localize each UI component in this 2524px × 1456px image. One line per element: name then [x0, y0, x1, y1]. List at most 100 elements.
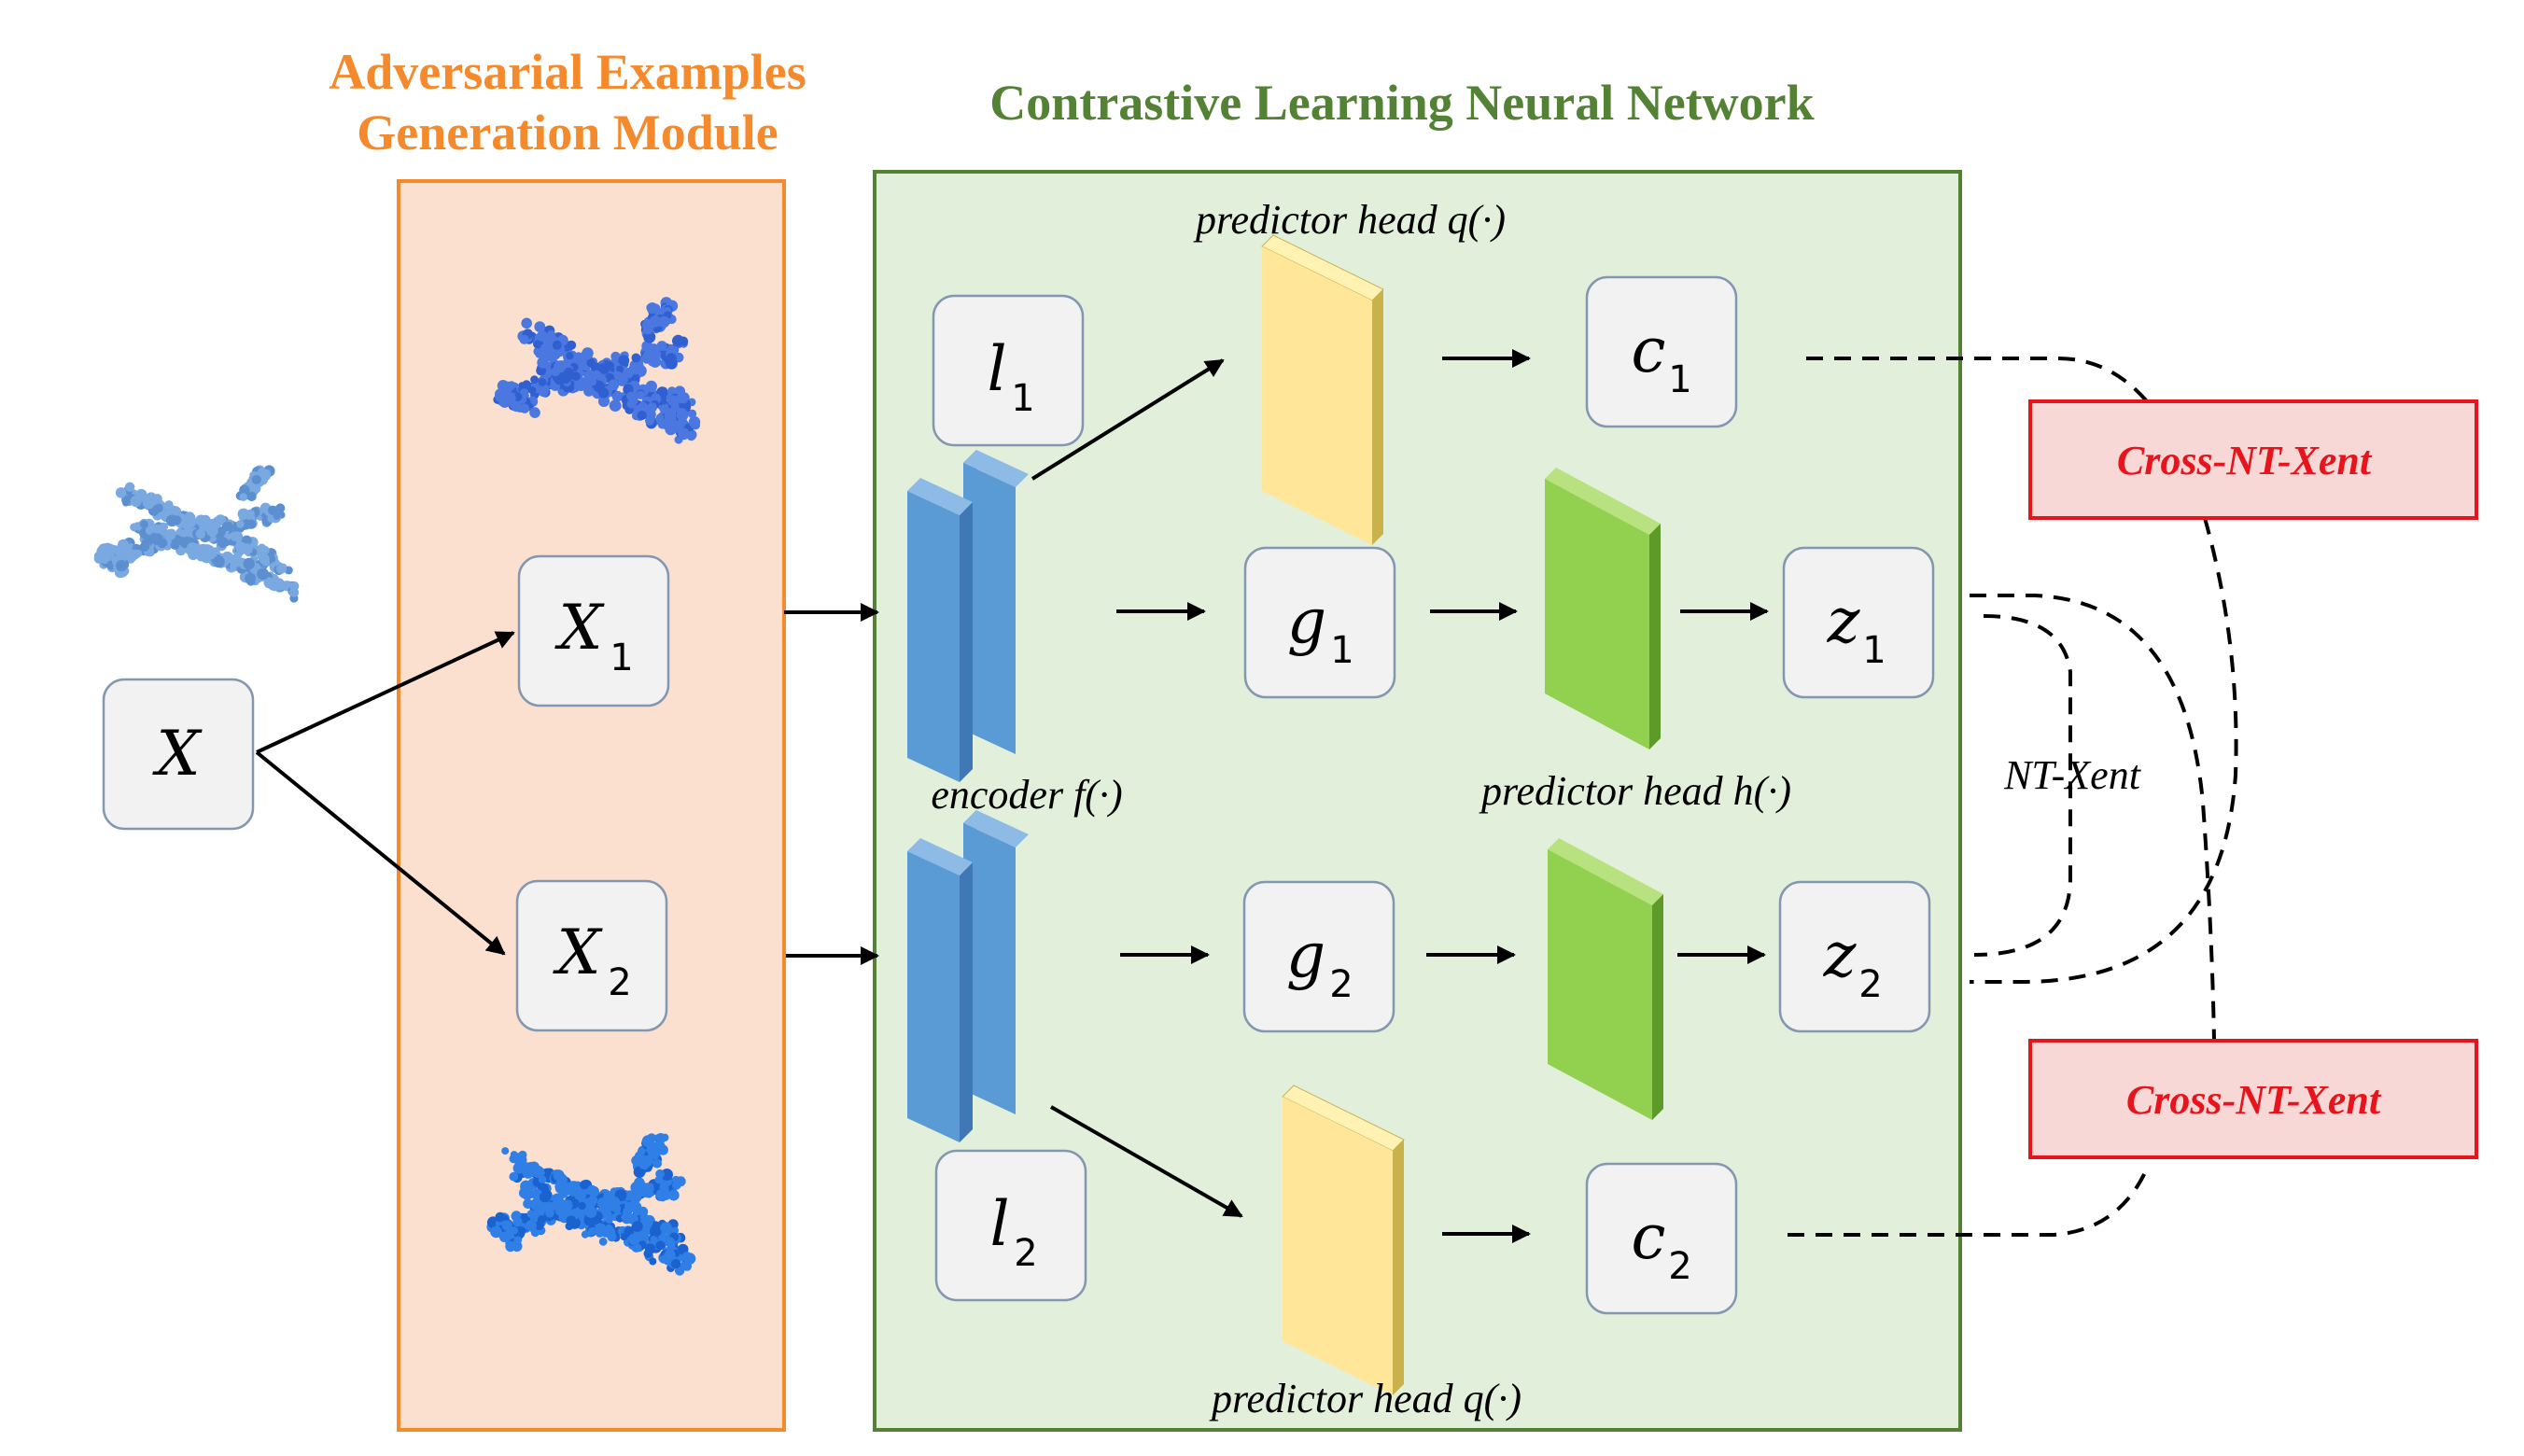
node-z2-label: z	[1823, 919, 1858, 991]
pointcloud-dot	[195, 550, 207, 562]
pointcloud-dot	[573, 381, 583, 391]
pointcloud-dot	[259, 553, 270, 565]
pointcloud-dot	[150, 533, 163, 545]
pointcloud-dot	[537, 357, 549, 369]
pointcloud-dot	[691, 420, 701, 430]
pointcloud-dot	[512, 1216, 523, 1227]
pointcloud-dot	[566, 1215, 577, 1226]
pointcloud-dot	[172, 515, 182, 525]
pointcloud-dot	[520, 1180, 533, 1193]
pointcloud-dot	[631, 353, 641, 363]
node-z2: z 2	[1778, 880, 1931, 1033]
pointcloud-dot	[495, 1211, 506, 1223]
dash-nt-xent-loop	[1973, 614, 2072, 957]
svg-text:l: l	[987, 333, 1006, 405]
svg-text:X: X	[554, 592, 606, 664]
node-c2-label: c	[1632, 1201, 1666, 1273]
pointcloud-dot	[555, 1179, 565, 1189]
pointcloud-dot	[545, 1209, 554, 1218]
node-g2-sub: 2	[1329, 963, 1353, 1006]
caption-nt-xent: NT-Xent	[2003, 752, 2142, 798]
pointcloud-dot	[523, 1198, 533, 1210]
dash-c1-to-loss-top	[1806, 357, 2149, 403]
pointcloud-dot	[553, 1169, 565, 1182]
caption-encoder: encoder f(·)	[931, 772, 1122, 818]
pointcloud-dot	[490, 1225, 502, 1239]
pointcloud-dot	[124, 482, 135, 492]
node-l1-label: l	[987, 333, 1006, 405]
pointcloud-dot	[681, 1252, 693, 1263]
loss-label-top: Cross-NT-Xent	[2117, 438, 2373, 483]
node-l2-sub: 2	[1014, 1232, 1037, 1275]
pointcloud-dot	[552, 340, 562, 350]
pointcloud-dot	[680, 396, 688, 404]
node-l1: l 1	[932, 294, 1085, 447]
pointcloud-dot	[641, 1135, 654, 1148]
pointcloud-dot	[513, 1155, 526, 1167]
pointcloud-dot	[525, 1220, 537, 1232]
pointcloud-dot	[187, 520, 195, 528]
pointcloud-dot	[598, 362, 610, 374]
pointcloud-dot	[666, 353, 677, 364]
node-c1-label: c	[1632, 315, 1666, 386]
pointcloud-dot	[584, 1206, 597, 1218]
pointcloud-dot	[105, 549, 114, 558]
node-x: X	[102, 678, 255, 831]
node-x2-sub: 2	[608, 961, 631, 1004]
pointcloud-dot	[652, 1222, 663, 1234]
pointcloud-dot	[632, 1221, 643, 1232]
pointcloud-dot	[637, 410, 647, 421]
node-z2-sub: 2	[1858, 963, 1882, 1006]
pointcloud-dot	[519, 334, 529, 344]
loss-box-top	[2028, 399, 2478, 520]
pointcloud-dot	[591, 362, 602, 373]
pointcloud-dot	[261, 469, 271, 478]
pointcloud-dot	[587, 1227, 596, 1236]
pointcloud-dot	[511, 400, 522, 413]
pointcloud-dot	[600, 388, 608, 397]
pointcloud-dot	[645, 380, 657, 393]
pointcloud-dot	[529, 407, 540, 418]
pointcloud-dot	[647, 1146, 659, 1157]
node-l1-sub: 1	[1011, 377, 1034, 420]
pointcloud-dot	[673, 422, 684, 433]
pointcloud-dot	[655, 1240, 666, 1251]
pointcloud-dot	[245, 572, 256, 584]
pointcloud-dot	[152, 494, 162, 504]
pointcloud-dot	[641, 1155, 652, 1168]
pointcloud-dot	[540, 1191, 551, 1203]
airplane-pointcloud-adv2-icon	[486, 1133, 696, 1276]
pointcloud-dot	[574, 1207, 585, 1218]
pointcloud-dot	[140, 520, 148, 529]
pointcloud-dot	[195, 528, 206, 539]
pointcloud-dot	[510, 1226, 519, 1235]
arrow-x-to-x1	[256, 631, 515, 754]
pointcloud-dot	[505, 1241, 516, 1253]
caption-predictor-q-bottom: predictor head q(·)	[1209, 1376, 1521, 1421]
pointcloud-dot	[577, 355, 586, 363]
svg-text:g: g	[1286, 919, 1325, 991]
pointcloud-dot	[550, 367, 561, 377]
pointcloud-dot	[670, 1258, 681, 1269]
predictor-q-top	[1261, 234, 1384, 545]
pointcloud-dot	[121, 498, 130, 507]
pointcloud-dot	[246, 491, 257, 502]
pointcloud-dot	[623, 1207, 633, 1217]
pointcloud-dot	[527, 1161, 540, 1173]
pointcloud-dot	[658, 315, 670, 328]
module-title-line1: Adversarial Examples	[329, 44, 806, 100]
pointcloud-dot	[639, 1211, 649, 1221]
pointcloud-dot	[251, 474, 261, 484]
dash-loss-top-to-z2	[1970, 517, 2238, 984]
pointcloud-dot	[626, 391, 635, 400]
svg-text:l: l	[989, 1188, 1009, 1260]
svg-text:z: z	[1827, 585, 1861, 657]
pointcloud-dot	[677, 408, 687, 418]
pointcloud-dot	[574, 1190, 584, 1200]
svg-text:c: c	[1632, 315, 1666, 386]
pointcloud-dot	[528, 386, 537, 395]
pointcloud-dot	[667, 386, 677, 396]
pointcloud-dot	[626, 399, 637, 409]
pointcloud-dot	[93, 553, 105, 564]
arrow-encoder-to-qtop	[1031, 358, 1225, 481]
